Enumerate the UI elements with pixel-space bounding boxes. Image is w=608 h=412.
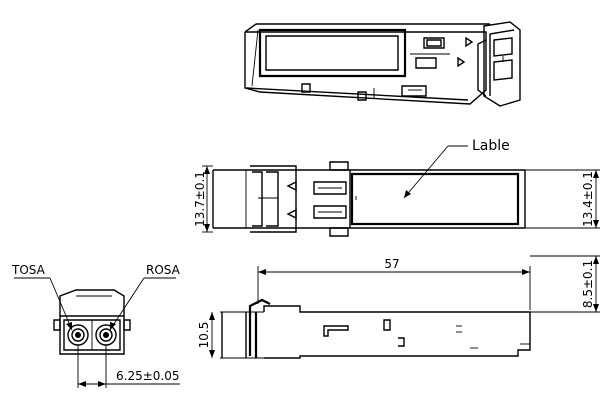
isometric-view (244, 21, 521, 107)
side-view (209, 255, 600, 359)
top-width-left-dim: 13.7±0.1 (193, 171, 207, 227)
tosa-label: TOSA (11, 263, 46, 277)
side-height-right-dim: 8.5±0.1 (581, 260, 595, 308)
rosa-label: ROSA (146, 263, 181, 277)
front-view (14, 277, 180, 388)
port-pitch-dim: 6.25±0.05 (116, 369, 180, 383)
side-height-left-dim: 10.5 (197, 322, 211, 349)
top-view (202, 145, 600, 237)
top-width-right-dim: 13.4±0.1 (581, 171, 595, 227)
label-callout: Lable (472, 138, 510, 154)
length-dim: 57 (384, 257, 399, 271)
